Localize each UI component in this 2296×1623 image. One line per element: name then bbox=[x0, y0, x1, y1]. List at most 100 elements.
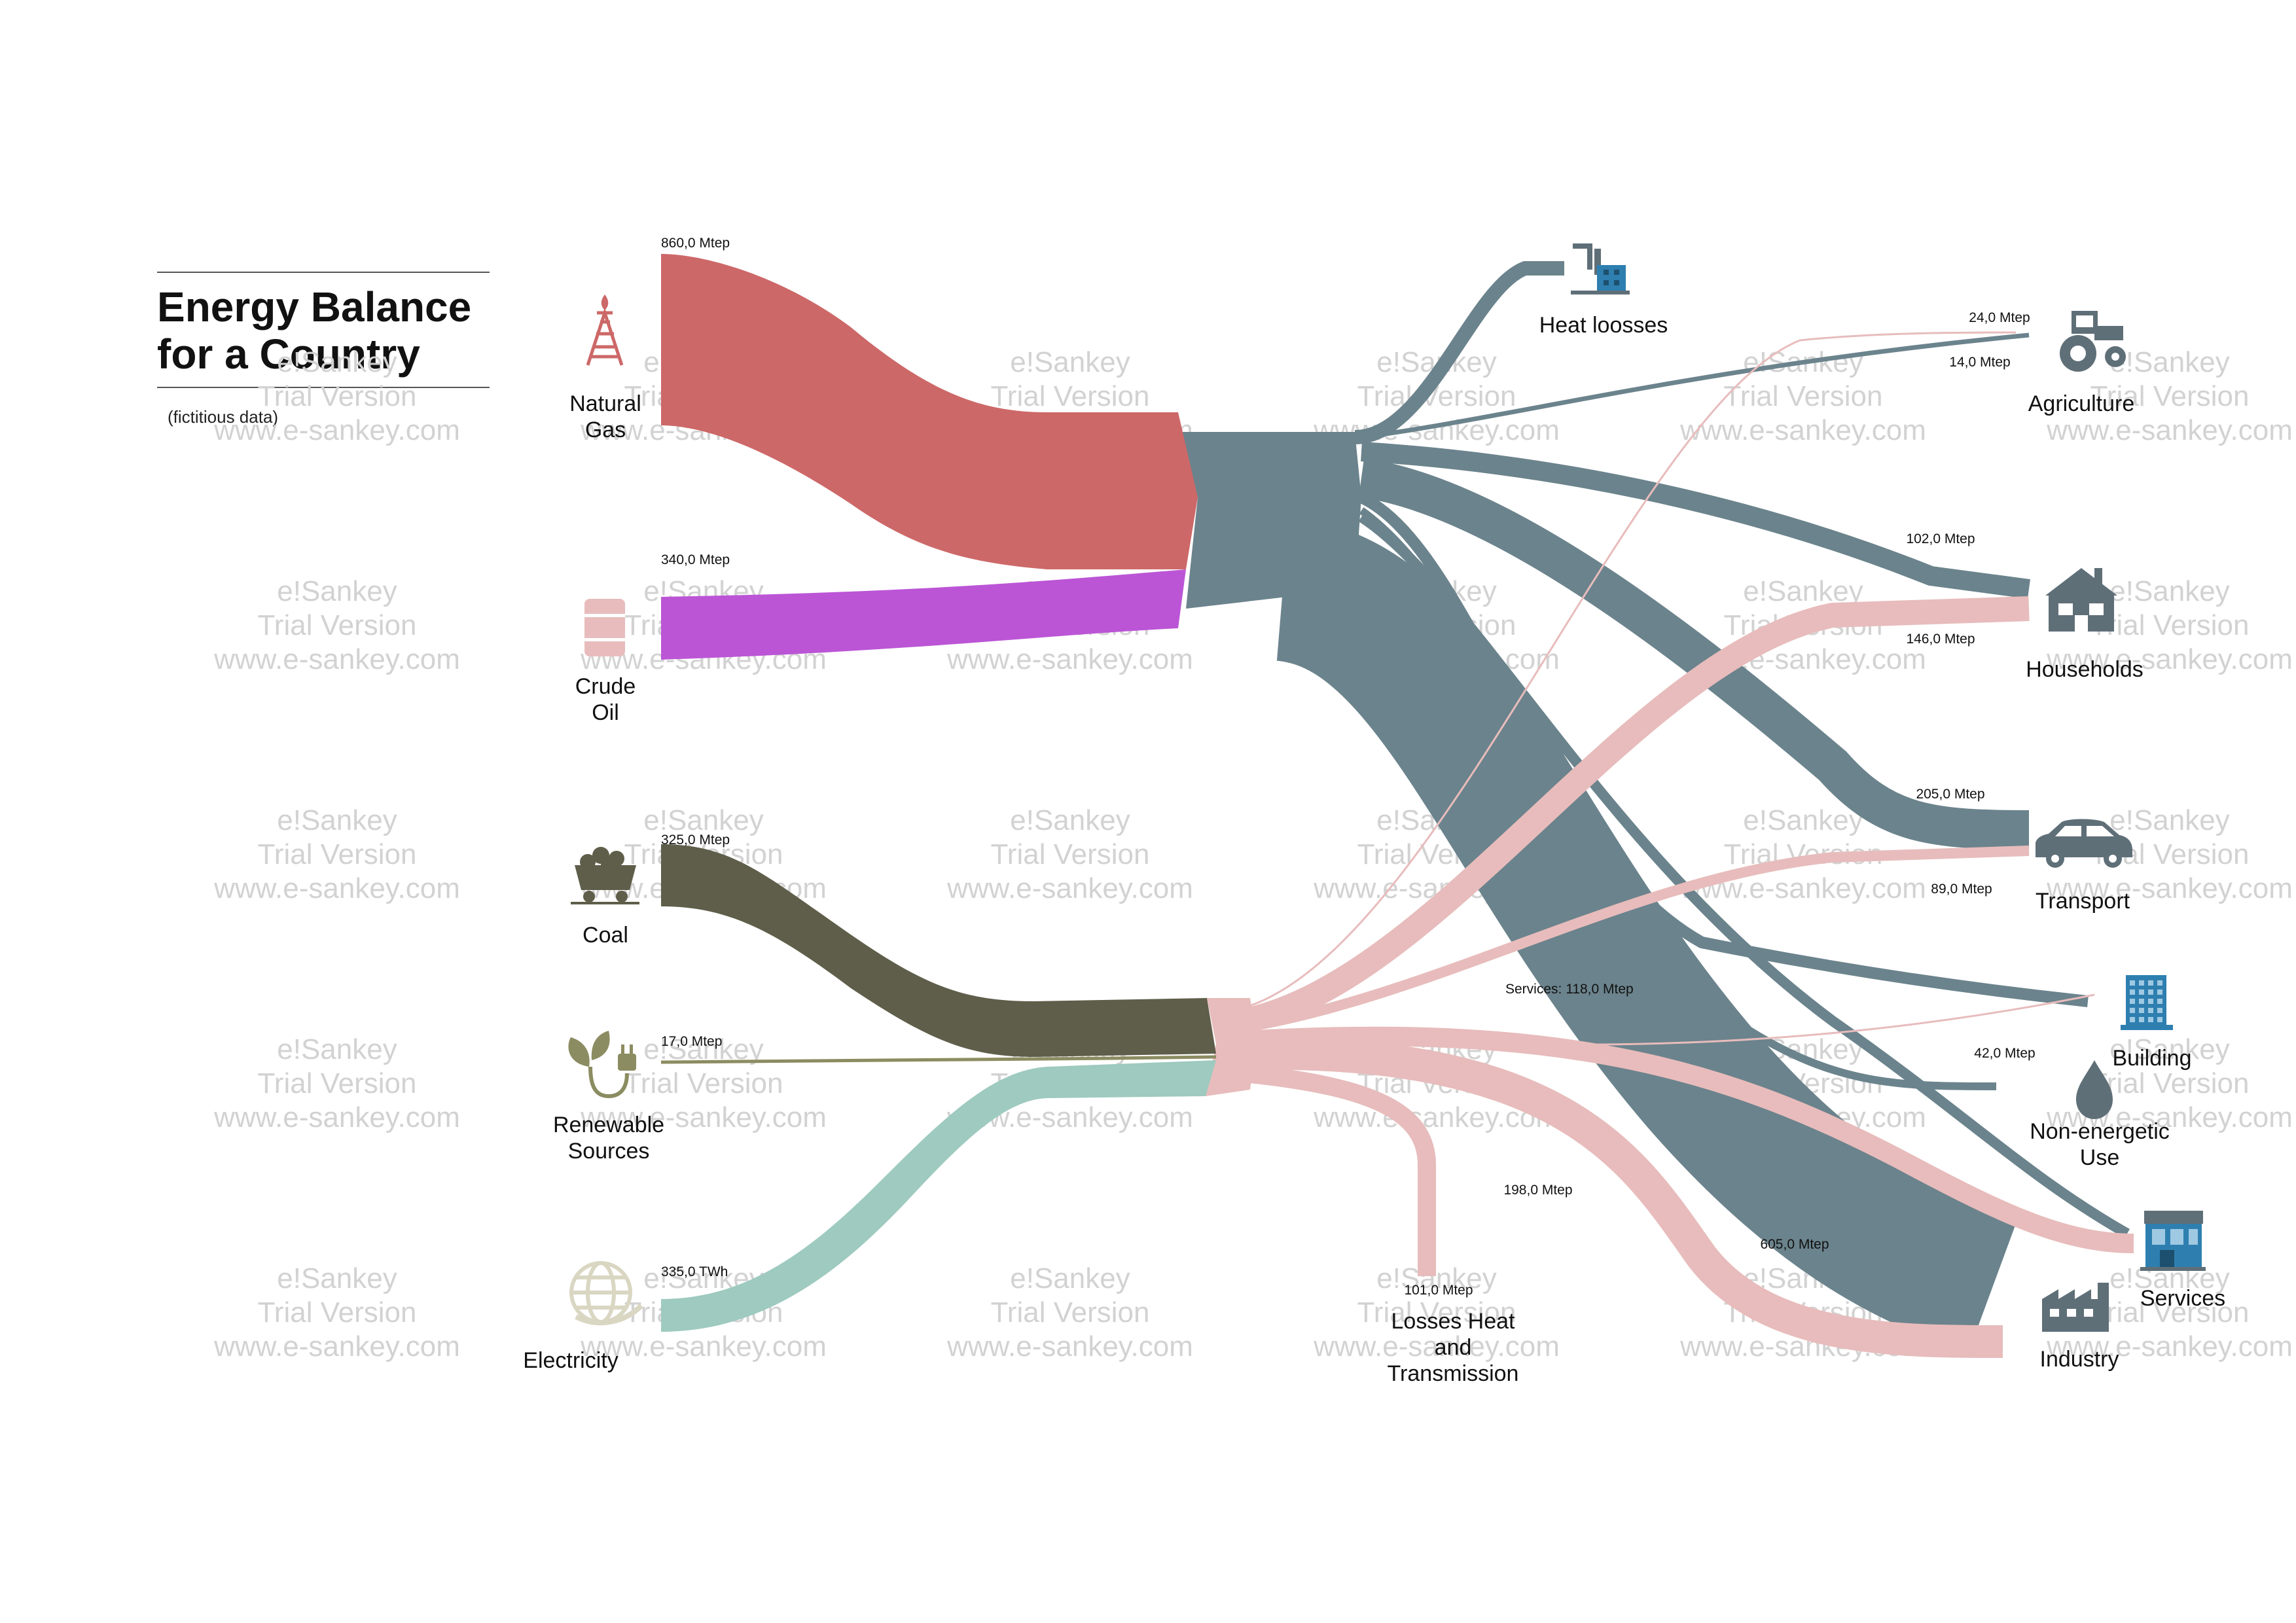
fuel-mix-node bbox=[1178, 432, 1361, 609]
factory-chimney-icon bbox=[1571, 243, 1630, 294]
watermark-line1: e!Sankey bbox=[1376, 1262, 1496, 1294]
watermark-line3: www.e-sankey.com bbox=[1313, 1330, 1560, 1363]
watermark-line3: www.e-sankey.com bbox=[213, 872, 460, 904]
watermark-line1: e!Sankey bbox=[277, 1262, 397, 1294]
page-subtitle: (fictitious data) bbox=[168, 407, 279, 427]
sink-value-transport: 205,0 Mtep bbox=[1916, 787, 1984, 802]
sink-label-heat_losses: Heat loosses bbox=[1539, 313, 1668, 338]
building-window bbox=[2139, 980, 2144, 986]
flow-fuel-to-industry bbox=[1274, 517, 2018, 1354]
sink-label-industry: Industry bbox=[2040, 1347, 2119, 1372]
flow-fuel-to-households bbox=[1361, 442, 2030, 599]
sink-label-losses: Losses Heat bbox=[1391, 1309, 1516, 1334]
watermark-line3: www.e-sankey.com bbox=[580, 1330, 827, 1363]
watermark-line2: Trial Version bbox=[1357, 1296, 1516, 1329]
watermark-line2: Trial Version bbox=[258, 609, 417, 641]
sink-value-industry: 605,0 Mtep bbox=[1760, 1237, 1829, 1252]
watermark-line1: e!Sankey bbox=[277, 804, 397, 836]
flow-elec-to-losses bbox=[1242, 1064, 1436, 1276]
flow-fuel-to-transport bbox=[1358, 458, 2030, 849]
sink-value-non_energetic: 42,0 Mtep bbox=[1974, 1046, 2035, 1061]
source-value-coal: 325,0 Mtep bbox=[661, 832, 730, 847]
flow-elec-to-services bbox=[1243, 1026, 2134, 1253]
sink-label-non_energetic: Non-energetic bbox=[2030, 1119, 2170, 1144]
car-icon bbox=[2036, 819, 2132, 868]
building-window bbox=[2139, 1008, 2144, 1013]
flow-elec-to-transport bbox=[1242, 846, 2030, 1033]
sink-value-losses: 101,0 Mtep bbox=[1404, 1283, 1473, 1298]
watermark-line2: Trial Version bbox=[991, 838, 1150, 870]
sink-label-non_energetic: Use bbox=[2080, 1145, 2119, 1170]
flow-fuel-to-heat-losses bbox=[1354, 261, 1564, 444]
watermark-line2: Trial Version bbox=[258, 1296, 417, 1329]
flow-coal bbox=[661, 844, 1216, 1057]
shop-icon bbox=[2140, 1211, 2206, 1271]
watermark-line3: www.e-sankey.com bbox=[946, 872, 1193, 904]
watermark-line1: e!Sankey bbox=[1743, 575, 1863, 607]
sink-label-transport: Transport bbox=[2036, 889, 2130, 914]
page-title-line1: Energy Balance bbox=[157, 283, 472, 330]
watermark-line2: Trial Version bbox=[258, 838, 417, 870]
tractor-icon bbox=[2060, 311, 2126, 372]
source-value-natural_gas: 860,0 Mtep bbox=[661, 236, 730, 251]
watermark-line1: e!Sankey bbox=[2109, 804, 2229, 836]
flow-renewable bbox=[660, 1055, 1217, 1064]
watermark-line1: e!Sankey bbox=[1010, 804, 1130, 836]
flow-crude-oil bbox=[661, 569, 1186, 660]
building-window bbox=[2130, 1017, 2135, 1022]
building-window bbox=[2130, 980, 2135, 986]
industry-icon bbox=[2042, 1283, 2109, 1332]
watermark-line3: www.e-sankey.com bbox=[2046, 1330, 2293, 1363]
source-label-natural_gas: Gas bbox=[585, 418, 626, 442]
services-inline-label: Services: 118,0 Mtep bbox=[1505, 982, 1634, 997]
sink-value-agriculture: 14,0 Mtep bbox=[1949, 355, 2010, 370]
flow-elec-to-industry bbox=[1243, 1037, 2003, 1358]
building-window bbox=[2130, 990, 2135, 995]
watermark-line3: www.e-sankey.com bbox=[2046, 414, 2293, 446]
building-window bbox=[2157, 999, 2162, 1004]
watermark-line1: e!Sankey bbox=[277, 575, 397, 607]
sink-label-losses: Transmission bbox=[1388, 1361, 1519, 1386]
building-window bbox=[2139, 999, 2144, 1004]
flow-elec-to-households bbox=[1241, 596, 2030, 1033]
watermark-line2: Trial Version bbox=[624, 1067, 783, 1099]
page-title-line2: for a Country bbox=[157, 330, 420, 378]
watermark-line3: www.e-sankey.com bbox=[213, 414, 460, 446]
sink-value-transport: 89,0 Mtep bbox=[1931, 882, 1992, 897]
title-top-rule bbox=[157, 272, 490, 273]
coal-cart-icon bbox=[571, 847, 639, 904]
building-window bbox=[2157, 1017, 2162, 1022]
sink-label-building: Building bbox=[2113, 1046, 2192, 1071]
fuel-flows bbox=[1274, 261, 2130, 1354]
watermark-line3: www.e-sankey.com bbox=[946, 643, 1193, 675]
watermark-line1: e!Sankey bbox=[2109, 1033, 2229, 1065]
sink-value-losses: 198,0 Mtep bbox=[1503, 1183, 1572, 1198]
building-window bbox=[2148, 990, 2153, 995]
watermark-line2: Trial Version bbox=[258, 380, 417, 412]
watermark-line3: www.e-sankey.com bbox=[580, 1101, 827, 1133]
watermark-line2: Trial Version bbox=[2090, 380, 2250, 412]
watermark-line3: www.e-sankey.com bbox=[946, 1330, 1193, 1363]
building-window bbox=[2130, 1008, 2135, 1013]
source-label-natural_gas: Natural bbox=[569, 391, 641, 416]
watermark-line2: Trial Version bbox=[1724, 380, 1883, 412]
watermark-line1: e!Sankey bbox=[1010, 346, 1130, 378]
title-block: Energy Balance for a Country bbox=[157, 272, 490, 388]
building-window bbox=[2157, 990, 2162, 995]
building-window bbox=[2157, 1008, 2162, 1013]
source-label-crude_oil: Crude bbox=[575, 674, 636, 699]
watermark-line3: www.e-sankey.com bbox=[2046, 872, 2293, 904]
watermark-line1: e!Sankey bbox=[1010, 1262, 1130, 1294]
page-title: Energy Balance for a Country bbox=[157, 283, 490, 378]
electric-flows bbox=[1241, 331, 2134, 1358]
building-window bbox=[2148, 1017, 2153, 1022]
watermark-line3: www.e-sankey.com bbox=[2046, 643, 2293, 675]
building-window bbox=[2148, 1008, 2153, 1013]
sink-value-households: 102,0 Mtep bbox=[1906, 531, 1975, 546]
source-value-crude_oil: 340,0 Mtep bbox=[661, 552, 730, 567]
title-bottom-rule bbox=[157, 387, 490, 388]
sink-label-losses: and bbox=[1435, 1335, 1472, 1360]
watermark-line1: e!Sankey bbox=[2109, 575, 2229, 607]
